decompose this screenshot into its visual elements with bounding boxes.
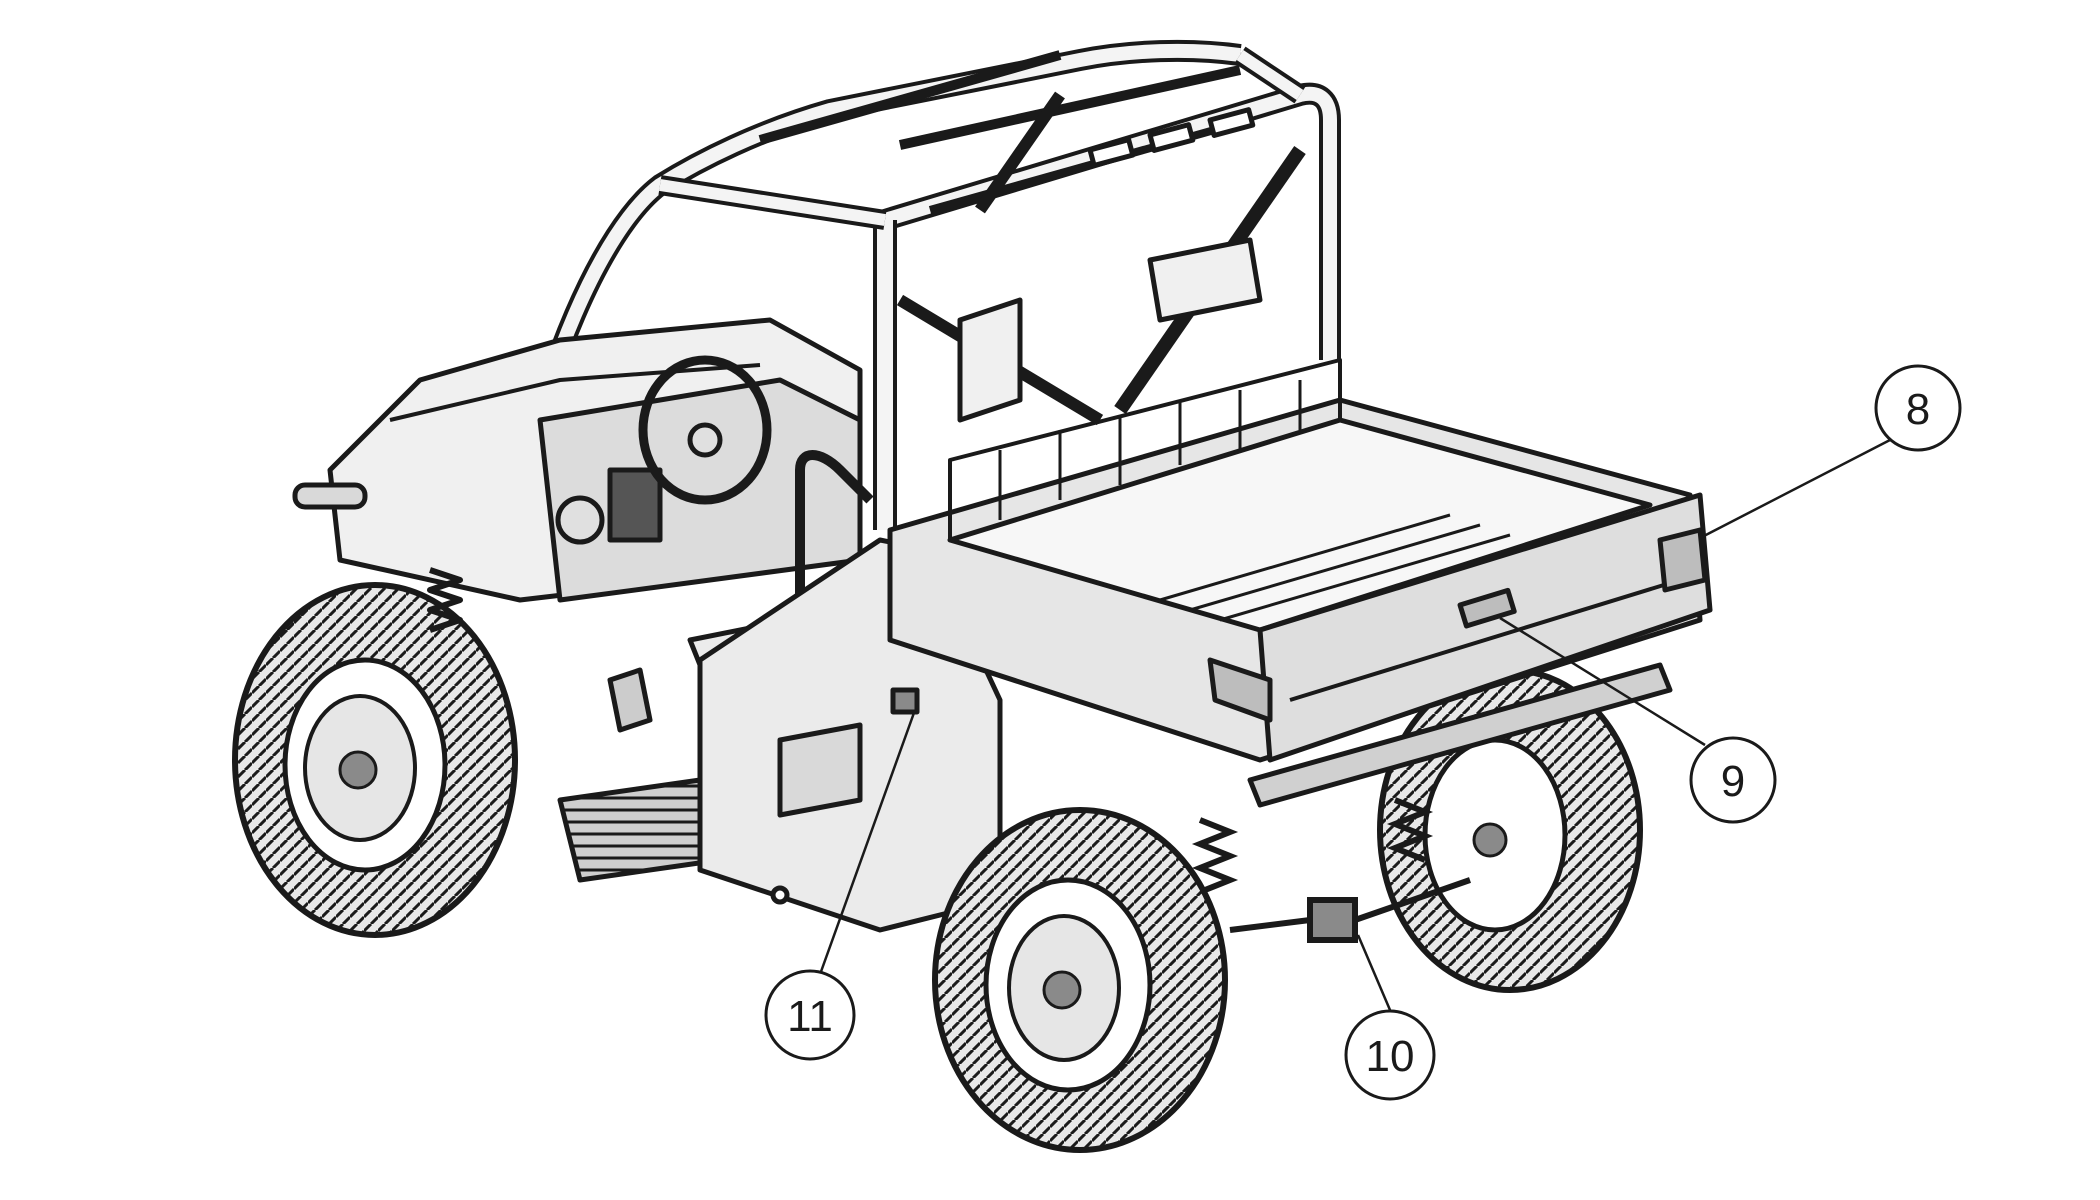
- leader-line-11: [816, 709, 917, 981]
- callout-leaders: [816, 438, 1891, 1011]
- callout-label-8: 8: [1906, 385, 1930, 434]
- callout-10: 10: [1344, 1009, 1436, 1101]
- callout-label-10: 10: [1366, 1032, 1415, 1081]
- front-body: [292, 317, 863, 633]
- callout-label-9: 9: [1721, 757, 1745, 806]
- callout-11: 11: [764, 969, 856, 1061]
- callout-9: 9: [1689, 736, 1777, 824]
- leader-line-8: [1699, 438, 1891, 540]
- rear-suspension: [1191, 797, 1471, 943]
- cargo-bed: [887, 358, 1713, 808]
- callout-label-11: 11: [787, 992, 833, 1041]
- wheel-front-left: [232, 582, 518, 938]
- leader-line-9: [1499, 616, 1706, 747]
- callout-8: 8: [1874, 364, 1962, 452]
- wheel-rear-left: [932, 807, 1228, 1153]
- leader-line-10: [1356, 934, 1392, 1011]
